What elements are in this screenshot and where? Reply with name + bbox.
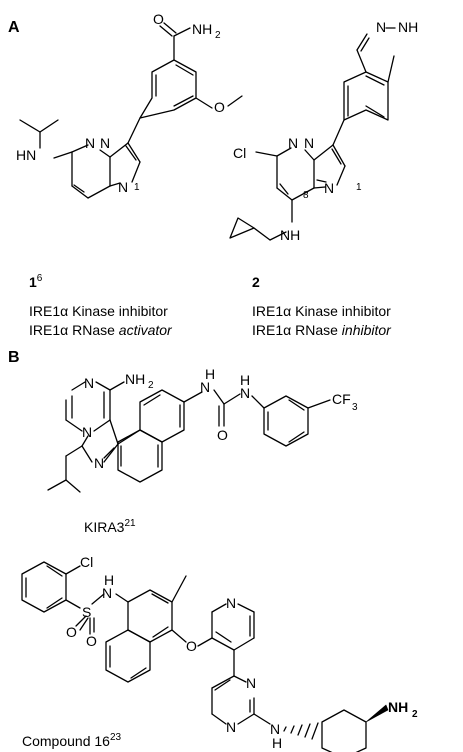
atom-O: O [186,638,197,654]
atom-O: O [153,11,164,27]
atom-N: N [84,375,94,391]
ring-locant-1: 1 [356,182,362,193]
caption-kira3: KIRA321 [84,518,136,535]
hashed-bond [283,722,319,740]
structure-compound-2 [229,33,395,241]
atom-Cl: Cl [233,145,246,161]
panel-label-b: B [8,349,20,366]
caption-compound-1: 16 IRE1α Kinase inhibitor IRE1α RNase ac… [29,273,173,338]
atom-Cl: Cl [80,554,93,570]
panel-label-a: A [8,19,20,36]
svg-text:IRE1α RNase inhibitor: IRE1α RNase inhibitor [252,322,392,338]
caption-compound-16: Compound 1623 [22,732,122,749]
atom-N: N [100,135,110,151]
compound-1-number: 1 [29,274,37,290]
atom-CF3-subscript: 3 [352,402,358,413]
atom-H: H [205,366,215,382]
atom-NH2-subscript: 2 [148,380,154,391]
atom-NH2-subscript: 2 [215,30,221,41]
atom-N: N [304,135,314,151]
atom-N: N [376,19,386,35]
atom-O: O [86,633,97,649]
atom-N: N [82,424,92,440]
atom-N: N [288,135,298,151]
atom-O: O [217,427,228,443]
atom-N: N [226,595,236,611]
atom-N: N [118,179,128,195]
atom-O: O [66,624,77,640]
svg-text:IRE1α Kinase inhibitor: IRE1α Kinase inhibitor [252,303,391,319]
atom-N: N [200,379,210,395]
atom-H: H [272,735,282,751]
atom-O: O [214,99,225,115]
atom-H: H [104,572,114,588]
atom-NH: NH [398,19,418,35]
caption-compound-2: 2 IRE1α Kinase inhibitor IRE1α RNase inh… [252,274,392,338]
svg-text:IRE1α Kinase inhibitor: IRE1α Kinase inhibitor [29,303,168,319]
structure-kira3 [47,381,331,493]
atom-H: H [240,372,250,388]
atom-NH2-subscript: 2 [412,709,418,720]
atom-N: N [246,675,256,691]
atom-N: N [324,180,334,196]
structure-compound-1 [19,22,243,199]
ring-locant-8: 8 [303,190,309,201]
atom-NH: NH [280,227,300,243]
atom-N: N [226,719,236,735]
atom-HN: HN [16,147,36,163]
atom-NH2: NH [125,371,145,387]
atom-N: N [94,455,104,471]
compound-2-number: 2 [252,274,260,290]
atom-N: N [85,135,95,151]
svg-text:IRE1α RNase activator: IRE1α RNase activator [29,322,173,338]
atom-NH2: NH [388,699,408,715]
atom-N: N [102,585,112,601]
atom-NH2: NH [192,21,212,37]
structure-compound-16 [21,561,367,752]
atom-S: S [82,604,91,620]
compound-1-ref: 6 [37,273,43,284]
atom-N: N [270,721,280,737]
svg-text:16: 16 [29,273,43,290]
atom-N: N [240,385,250,401]
atom-CF3: CF [332,391,351,407]
wedge-bond [365,704,389,723]
ring-locant-1: 1 [134,182,140,193]
